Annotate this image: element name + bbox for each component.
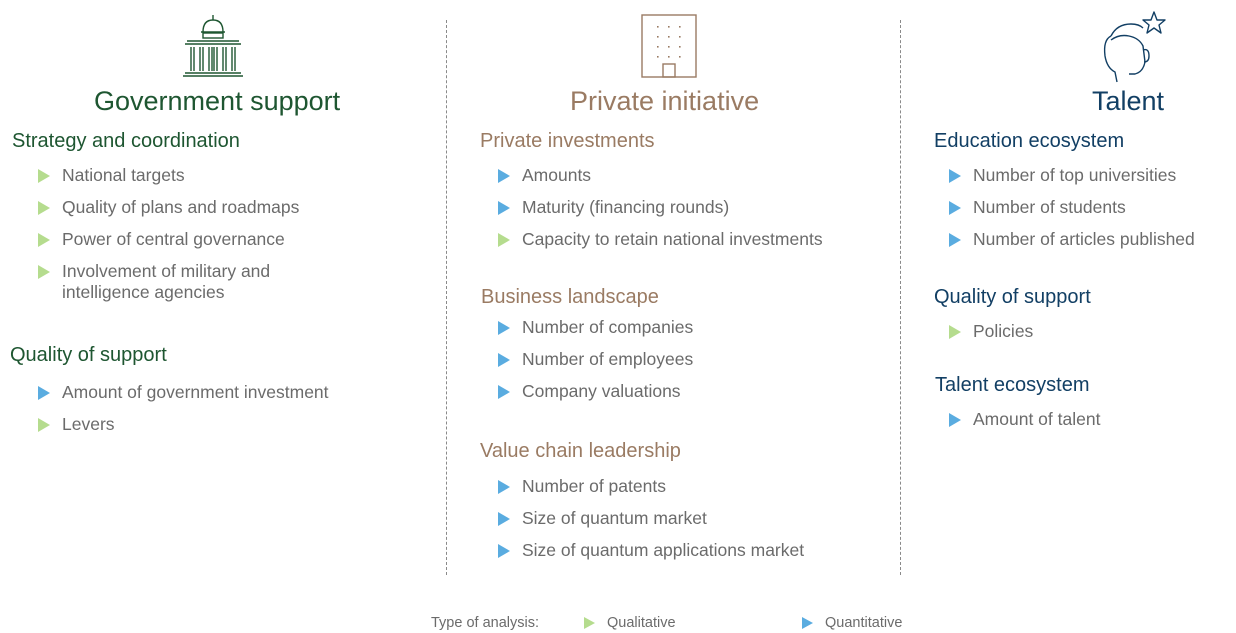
quantitative-marker-icon (949, 169, 961, 183)
list-item: Maturity (financing rounds) (498, 197, 898, 218)
quantitative-marker-icon (498, 169, 510, 183)
qualitative-marker-icon (949, 325, 961, 339)
quantitative-marker-icon (498, 353, 510, 367)
quantitative-marker-icon (949, 413, 961, 427)
section-title: Business landscape (481, 286, 659, 308)
list-item: Number of employees (498, 349, 898, 370)
list-item: Amounts (498, 165, 898, 186)
item-list: Number of top universities Number of stu… (949, 165, 1236, 261)
legend-quantitative: Quantitative (802, 615, 902, 631)
item-list: National targets Quality of plans and ro… (38, 165, 398, 314)
list-item: Number of students (949, 197, 1236, 218)
section-title: Quality of support (934, 286, 1091, 308)
item-list: Number of patents Size of quantum market… (498, 476, 898, 572)
list-item: Power of central governance (38, 229, 398, 250)
column-title: Talent (1092, 86, 1165, 116)
quantitative-marker-icon (802, 617, 813, 630)
item-list: Amount of government investment Levers (38, 382, 398, 446)
quantitative-marker-icon (949, 233, 961, 247)
capitol-building-icon (183, 15, 243, 77)
qualitative-marker-icon (38, 418, 50, 432)
column-title: Private initiative (570, 86, 760, 116)
section-title: Education ecosystem (934, 130, 1125, 152)
list-item: Number of patents (498, 476, 898, 497)
section-title: Strategy and coordination (12, 130, 240, 152)
legend-qualitative: Qualitative (584, 615, 676, 631)
legend-quantitative-label: Quantitative (825, 615, 903, 631)
legend-qualitative-label: Qualitative (607, 615, 676, 631)
office-building-icon (641, 14, 697, 78)
list-item: Capacity to retain national investments (498, 229, 898, 250)
list-item: Policies (949, 321, 1236, 342)
item-list: Amount of talent (949, 409, 1236, 441)
qualitative-marker-icon (38, 169, 50, 183)
qualitative-marker-icon (498, 233, 510, 247)
quantitative-marker-icon (498, 385, 510, 399)
qualitative-marker-icon (584, 617, 595, 630)
list-item: Amount of talent (949, 409, 1236, 430)
list-item: National targets (38, 165, 398, 186)
quantitative-marker-icon (498, 480, 510, 494)
item-list: Policies (949, 321, 1236, 353)
quantitative-marker-icon (498, 512, 510, 526)
list-item: Involvement of military and intelligence… (38, 261, 322, 303)
qualitative-marker-icon (38, 201, 50, 215)
section-title: Quality of support (10, 344, 167, 366)
list-item: Number of top universities (949, 165, 1236, 186)
column-title: Government support (94, 86, 341, 116)
list-item: Company valuations (498, 381, 898, 402)
quantitative-marker-icon (498, 321, 510, 335)
list-item: Size of quantum applications market (498, 540, 898, 561)
section-title: Value chain leadership (480, 440, 681, 462)
qualitative-marker-icon (38, 233, 50, 247)
item-list: Number of companies Number of employees … (498, 317, 898, 413)
quantitative-marker-icon (498, 201, 510, 215)
column-divider (446, 20, 447, 575)
list-item: Number of articles published (949, 229, 1236, 250)
column-divider (900, 20, 901, 575)
list-item: Size of quantum market (498, 508, 898, 529)
qualitative-marker-icon (38, 265, 50, 279)
quantitative-marker-icon (949, 201, 961, 215)
list-item: Quality of plans and roadmaps (38, 197, 398, 218)
quantitative-marker-icon (38, 386, 50, 400)
quantitative-marker-icon (498, 544, 510, 558)
section-title: Talent ecosystem (935, 374, 1090, 396)
list-item: Amount of government investment (38, 382, 398, 403)
person-star-icon (1103, 11, 1166, 83)
list-item: Number of companies (498, 317, 898, 338)
item-list: Amounts Maturity (financing rounds) Capa… (498, 165, 898, 261)
list-item: Levers (38, 414, 398, 435)
legend-label: Type of analysis: (431, 615, 539, 631)
section-title: Private investments (480, 130, 655, 152)
